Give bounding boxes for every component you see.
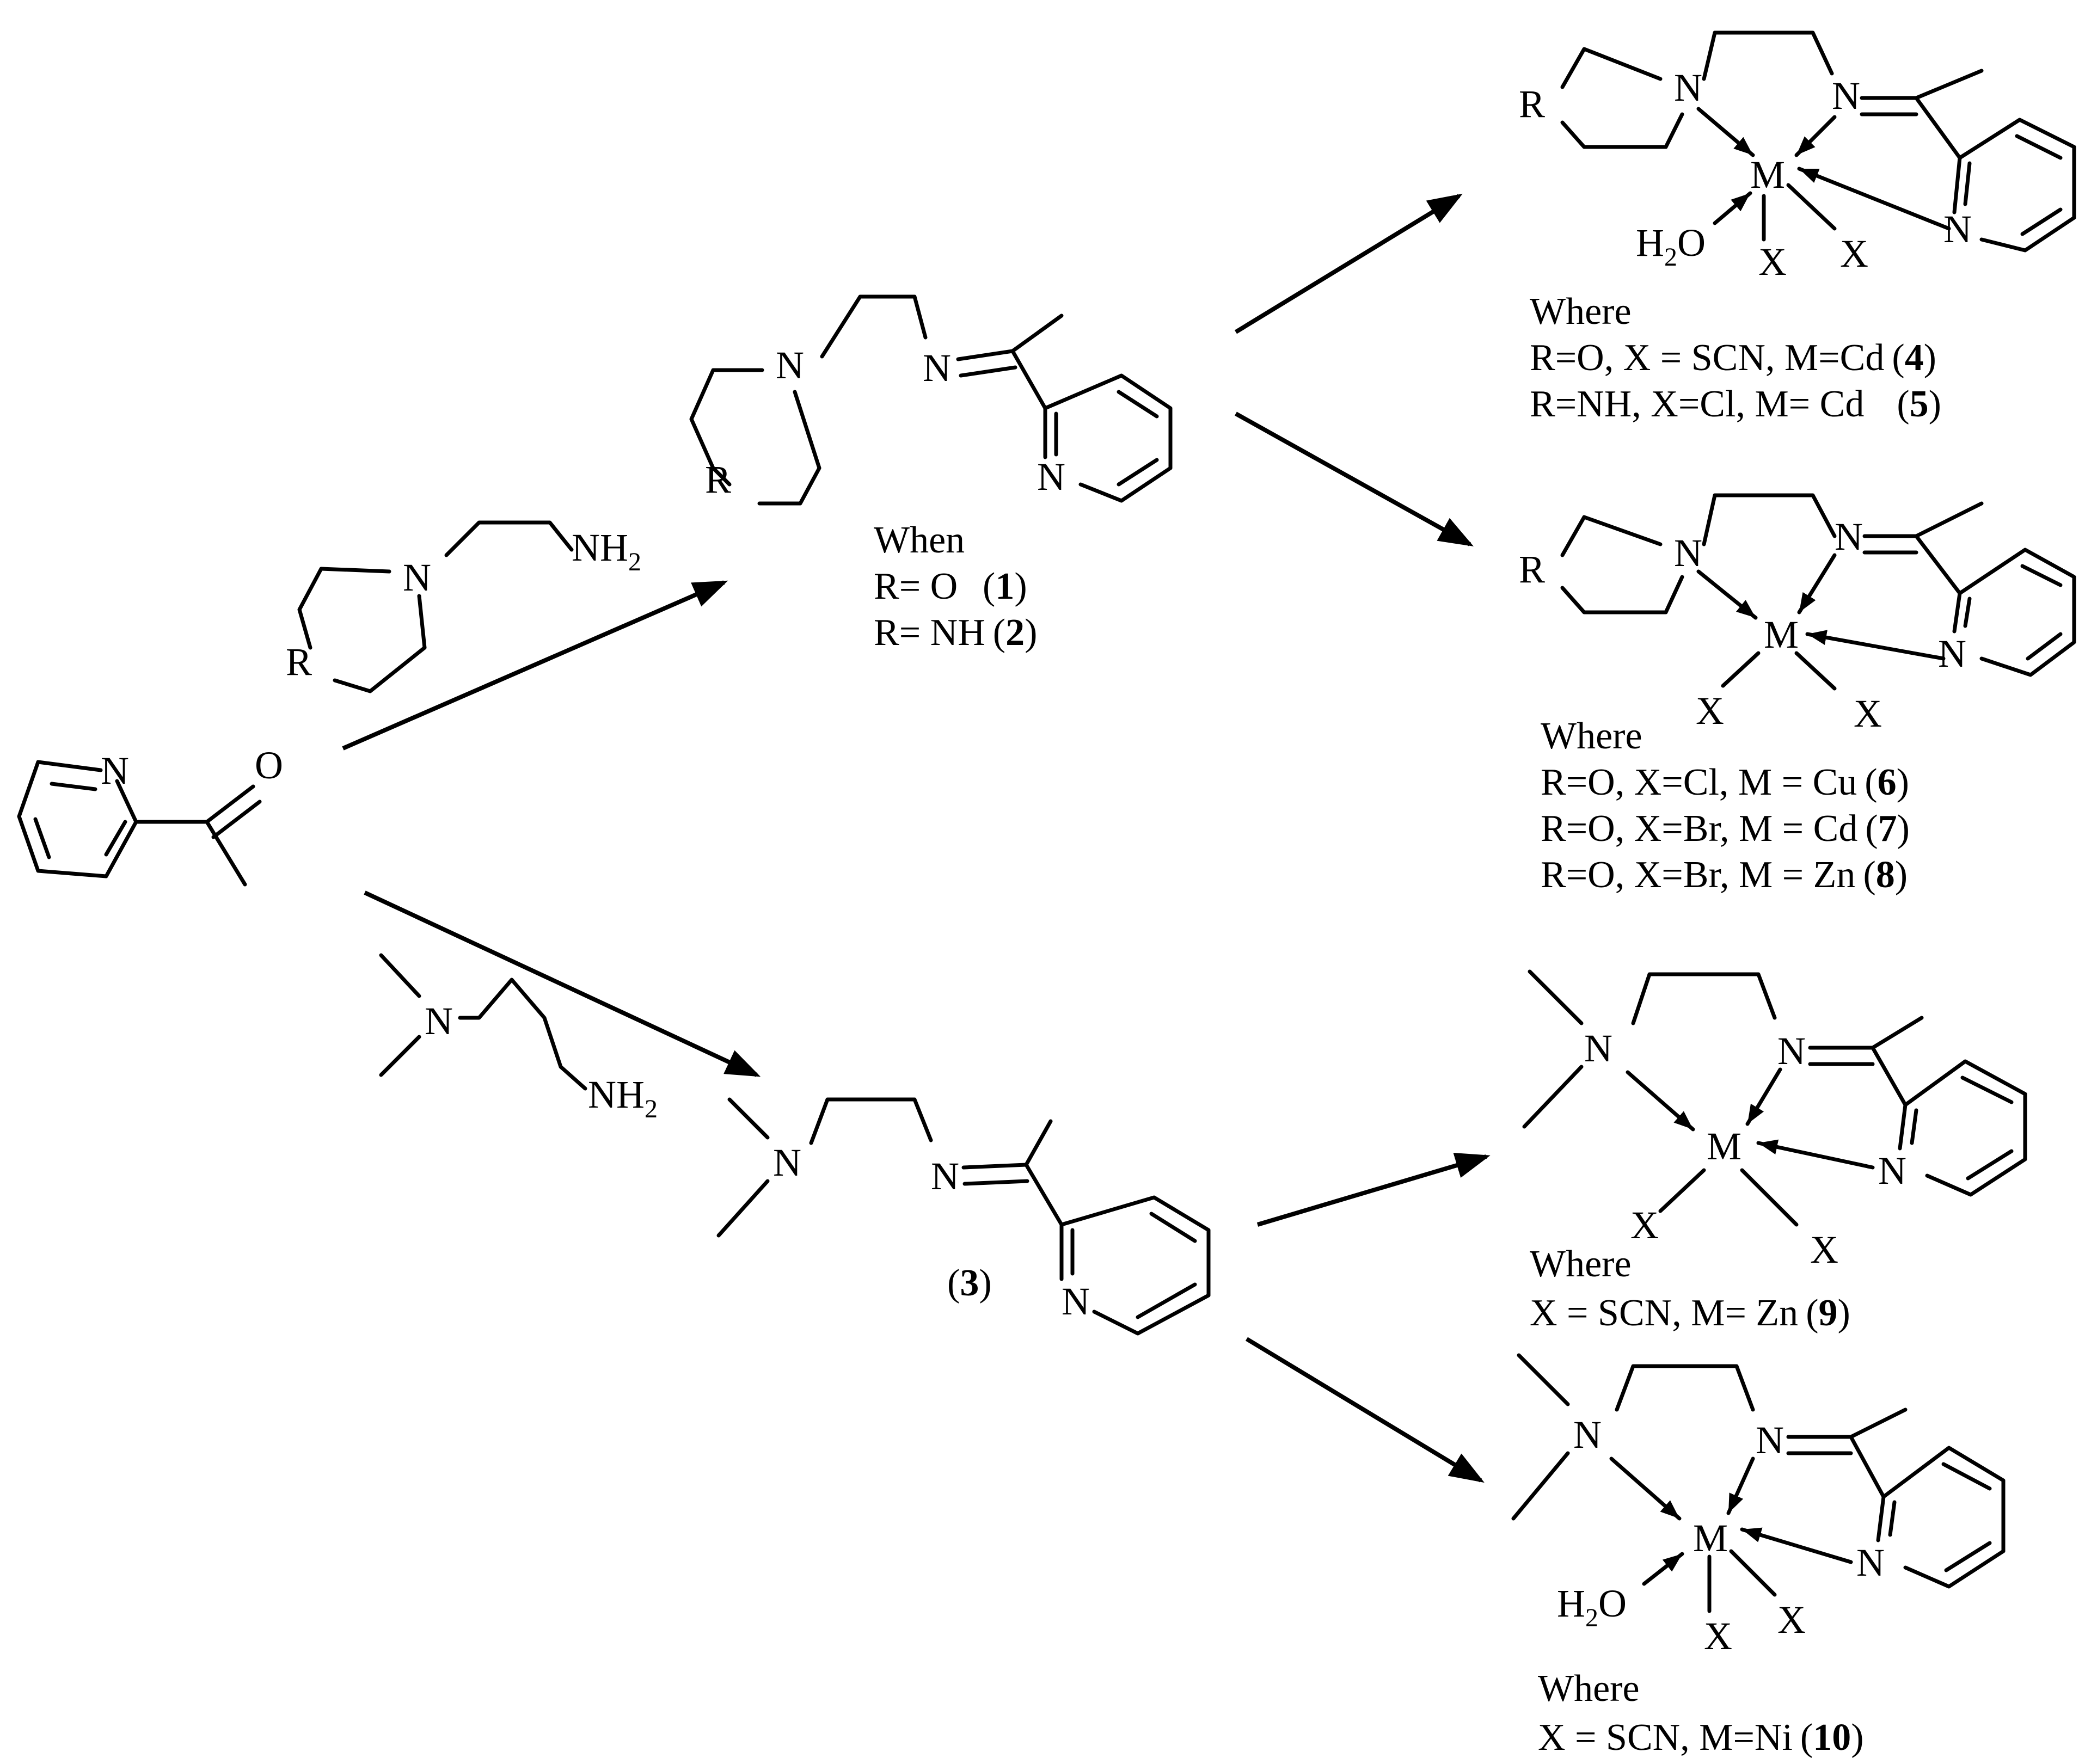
- where-label: Where: [1541, 715, 1642, 757]
- ligand-1-2-caption: When R= O(1) R= NH(2): [874, 519, 1037, 654]
- imine-m-coordination-bond: [1726, 1456, 1755, 1515]
- ketone-o-atom: O: [255, 743, 283, 787]
- ring-r-atom: R: [286, 640, 312, 684]
- pyridine-n-atom: N: [101, 749, 129, 792]
- metal-m-atom: M: [1693, 1516, 1728, 1560]
- py-m-coordination-bond: [1756, 1139, 1875, 1170]
- imine-n-atom: N: [931, 1154, 959, 1198]
- x-ligand: X: [1704, 1614, 1732, 1658]
- complex-10-caption: Where X = SCN, M=Ni(10): [1538, 1668, 1864, 1759]
- metal-m-atom: M: [1707, 1124, 1741, 1168]
- ring-n-atom: N: [776, 343, 804, 387]
- dimethyl-n-atom: N: [1573, 1413, 1602, 1456]
- dimethyl-n-atom: N: [425, 999, 453, 1043]
- py-m-coordination-bond: [1805, 630, 1946, 661]
- x-ligand: X: [1840, 232, 1868, 275]
- arrow-to-ligand-3: [364, 890, 761, 1077]
- caption-compound-4: R=O, X = SCN, M=Cd(4): [1530, 337, 1936, 379]
- imine-n-atom: N: [1777, 1029, 1806, 1073]
- ring-n-atom: N: [1674, 66, 1702, 109]
- arrow-to-complex-9: [1256, 1152, 1491, 1227]
- complex-4-5-structure: R N N M N H2O X X: [1519, 30, 2076, 284]
- ring-r-atom: R: [1519, 82, 1545, 126]
- complex-9-caption: Where X = SCN, M= Zn(9): [1530, 1243, 1850, 1334]
- complex-6-8-caption: Where R=O, X=Cl, M = Cu(6) R=O, X=Br, M …: [1541, 715, 1910, 896]
- imine-n-atom: N: [1756, 1418, 1784, 1462]
- n-m-coordination-bond: [1696, 569, 1758, 620]
- ligand-1-2-structure: N R N N: [689, 294, 1173, 506]
- ring-n-atom: N: [1674, 531, 1702, 575]
- complex-10-structure: N N M N H2O X X: [1511, 1353, 2006, 1658]
- arrow-to-complex-6-8: [1235, 411, 1474, 546]
- caption-compound-6: R=O, X=Cl, M = Cu(6): [1541, 761, 1909, 803]
- n-m-coordination-bond: [1626, 1070, 1695, 1132]
- x-ligand: X: [1696, 689, 1724, 733]
- where-label: Where: [1530, 291, 1632, 333]
- water-m-coordination-bond: [1713, 191, 1752, 225]
- pyridine-n-atom: N: [1856, 1541, 1885, 1584]
- complex-6-8-structure: R N N M N X X: [1519, 493, 2076, 735]
- dimethyl-n-atom: N: [1584, 1027, 1612, 1070]
- arrow-to-complex-4-5: [1234, 193, 1463, 334]
- pyridine-n-atom: N: [1037, 455, 1065, 499]
- pyridine-n-atom: N: [1938, 632, 1966, 675]
- pyridine-n-atom: N: [1062, 1280, 1090, 1323]
- amine-nh2-group: NH2: [588, 1073, 658, 1123]
- arrow-to-ligand-1-2: [342, 580, 728, 751]
- n-m-coordination-bond: [1609, 1456, 1682, 1521]
- x-ligand: X: [1630, 1203, 1659, 1247]
- when-label: When: [874, 519, 965, 561]
- imine-n-atom: N: [1835, 515, 1863, 558]
- water-ligand: H2O: [1636, 221, 1706, 272]
- acetylpyridine-molecule: N O: [17, 743, 283, 887]
- arrow-to-complex-10: [1245, 1337, 1485, 1483]
- complex-9-structure: N N M N X X: [1522, 969, 2027, 1271]
- py-m-coordination-bond: [1740, 1527, 1853, 1564]
- reagent-dimethylethylenediamine: N NH2: [379, 953, 658, 1123]
- reaction-arrows: [342, 193, 1491, 1483]
- ring-r-atom: R: [1519, 548, 1545, 591]
- complex-4-5-caption: Where R=O, X = SCN, M=Cd(4) R=NH, X=Cl, …: [1530, 291, 1941, 425]
- n-m-coordination-bond: [1696, 107, 1755, 157]
- ring-r-atom: R: [705, 458, 731, 501]
- x-ligand: X: [1810, 1228, 1838, 1271]
- imine-m-coordination-bond: [1797, 553, 1837, 614]
- water-ligand: H2O: [1557, 1582, 1627, 1632]
- caption-compound-8: R=O, X=Br, M = Zn(8): [1541, 854, 1908, 896]
- caption-compound-7: R=O, X=Br, M = Cd(7): [1541, 808, 1910, 850]
- imine-m-coordination-bond: [1794, 115, 1837, 157]
- x-ligand: X: [1758, 240, 1787, 284]
- pyridine-n-atom: N: [1878, 1149, 1906, 1193]
- imine-n-atom: N: [923, 346, 951, 390]
- dimethyl-n-atom: N: [773, 1141, 801, 1184]
- ligand-3-structure: N N N: [716, 1097, 1211, 1336]
- caption-compound-2: R= NH(2): [874, 612, 1037, 654]
- x-ligand: X: [1777, 1598, 1806, 1642]
- py-m-coordination-bond: [1797, 167, 1951, 231]
- metal-m-atom: M: [1764, 613, 1799, 656]
- water-m-coordination-bond: [1642, 1552, 1684, 1586]
- where-label: Where: [1538, 1668, 1640, 1710]
- where-label: Where: [1530, 1243, 1632, 1285]
- caption-compound-10: X = SCN, M=Ni(10): [1538, 1717, 1864, 1759]
- amine-nh2-group: NH2: [572, 526, 641, 576]
- imine-n-atom: N: [1832, 74, 1860, 118]
- ring-n-atom: N: [403, 556, 431, 599]
- metal-m-atom: M: [1750, 153, 1785, 196]
- pyridine-n-atom: N: [1943, 207, 1972, 251]
- x-ligand: X: [1854, 692, 1882, 735]
- caption-compound-1: R= O(1): [874, 566, 1027, 607]
- imine-m-coordination-bond: [1745, 1067, 1782, 1126]
- caption-compound-5: R=NH, X=Cl, M= Cd(5): [1530, 383, 1941, 425]
- reagent-aminoethyl-heterocycle: N R NH2: [286, 520, 641, 693]
- caption-compound-9: X = SCN, M= Zn(9): [1530, 1292, 1850, 1334]
- caption-compound-3: (3): [947, 1262, 992, 1304]
